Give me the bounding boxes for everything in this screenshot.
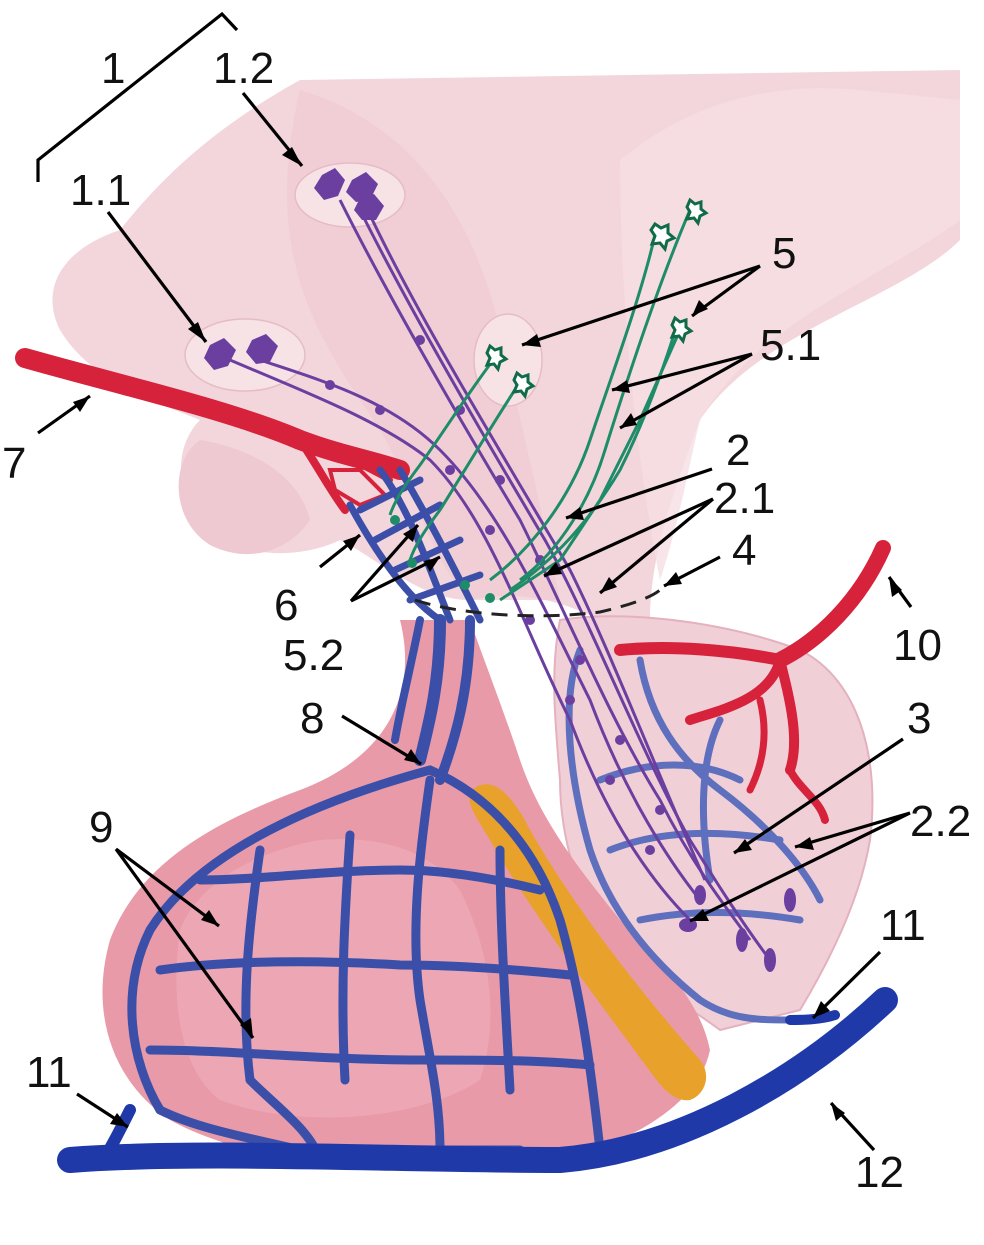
label-11-left: 11 <box>26 1048 72 1097</box>
label-7: 7 <box>2 439 26 488</box>
label-2: 2 <box>726 426 750 475</box>
label-12: 12 <box>855 1148 904 1197</box>
label-10: 10 <box>893 621 942 670</box>
label-1-2: 1.2 <box>213 44 274 93</box>
label-8: 8 <box>300 694 324 743</box>
label-6: 6 <box>274 581 298 630</box>
label-2-1: 2.1 <box>714 474 775 523</box>
label-1: 1 <box>101 44 125 93</box>
label-4: 4 <box>732 526 756 575</box>
label-9: 9 <box>89 803 113 852</box>
label-5: 5 <box>772 229 796 278</box>
label-3: 3 <box>907 694 931 743</box>
label-5-2: 5.2 <box>283 631 344 680</box>
label-5-1: 5.1 <box>760 321 821 370</box>
label-11-right: 11 <box>880 901 926 950</box>
label-2-2: 2.2 <box>910 797 971 846</box>
label-1-1: 1.1 <box>70 166 131 215</box>
